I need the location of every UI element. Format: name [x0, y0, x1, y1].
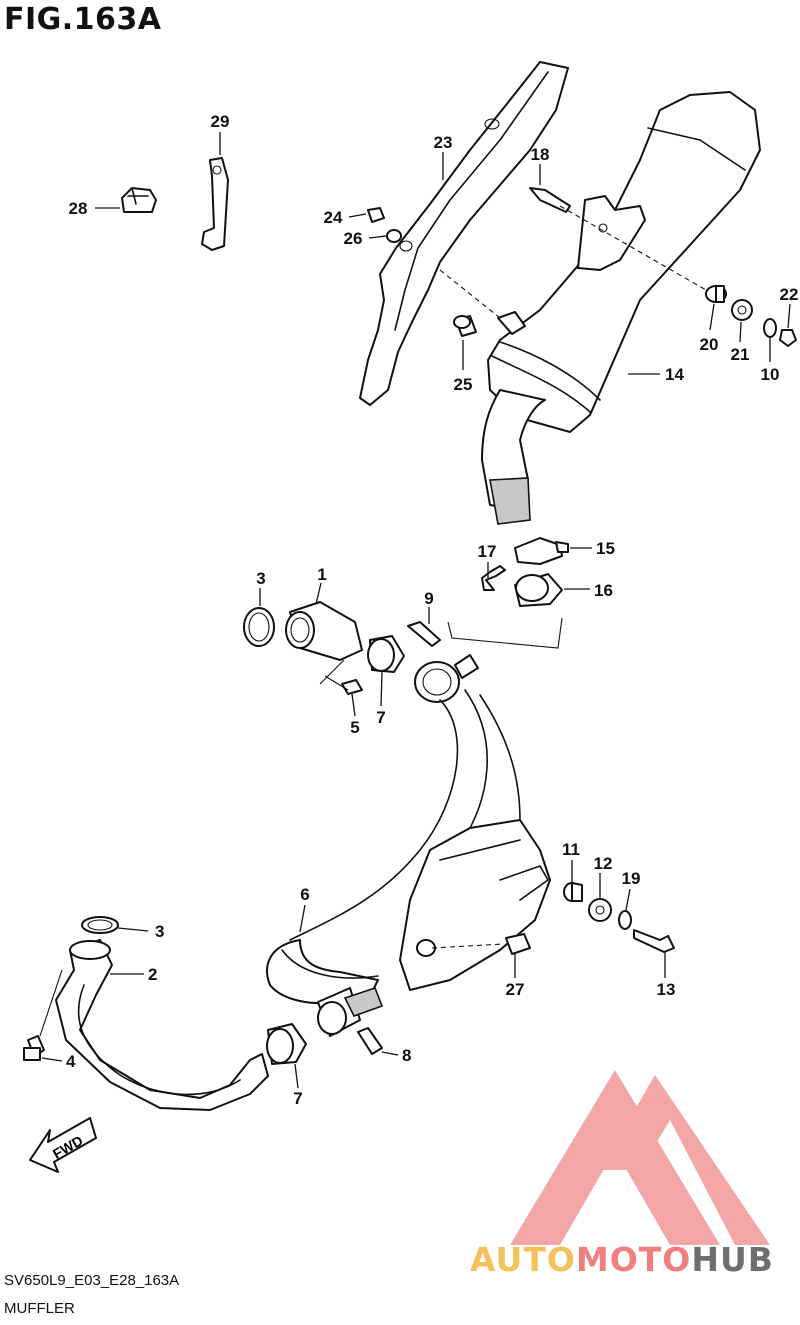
- part-26-grommet: [386, 229, 402, 243]
- label-part-18: 18: [531, 145, 550, 164]
- watermark-text-moto: MOTO: [575, 1240, 692, 1279]
- label-part-20: 20: [700, 335, 719, 354]
- part-number-labels: 1 2 3 3 4 5 6 7 7 8 9 10 11 12 13 14 15 …: [66, 112, 798, 1108]
- part-9-bolt: [407, 621, 441, 647]
- part-5-bolt: [341, 679, 363, 695]
- label-part-24: 24: [324, 208, 343, 227]
- part-19-washer: [618, 910, 632, 930]
- fwd-arrow-icon: FWD: [29, 1117, 97, 1173]
- part-10-washer: [763, 318, 777, 338]
- label-part-1: 1: [317, 565, 326, 584]
- label-part-6: 6: [300, 885, 309, 904]
- part-29-strap: [201, 157, 229, 251]
- label-part-19: 19: [622, 869, 641, 888]
- label-part-9: 9: [424, 589, 433, 608]
- label-part-29: 29: [211, 112, 230, 131]
- diagram-name: MUFFLER: [4, 1300, 75, 1317]
- label-part-7-lower: 7: [293, 1089, 302, 1108]
- part-4-bolt: [23, 1035, 45, 1061]
- watermark-text: AUTOMOTOHUB: [470, 1240, 774, 1279]
- watermark-logo-icon: [510, 1070, 770, 1245]
- label-part-25: 25: [454, 375, 473, 394]
- label-part-26: 26: [344, 229, 363, 248]
- part-20-collar: [705, 285, 727, 303]
- label-part-3-top: 3: [256, 569, 265, 588]
- part-1-pipe-joint: [285, 601, 363, 661]
- part-3-gasket-lower: [81, 916, 119, 934]
- part-8-bolt: [357, 1027, 383, 1055]
- part-17-bolt: [481, 565, 506, 591]
- label-part-8: 8: [402, 1046, 411, 1065]
- part-7-gasket-top: [367, 635, 405, 673]
- label-part-11: 11: [562, 840, 580, 859]
- part-11-collar: [563, 882, 583, 902]
- part-14-muffler: [481, 91, 761, 525]
- part-13-bolt: [633, 929, 675, 953]
- part-24-bolt: [367, 207, 385, 223]
- watermark-text-auto: AUTO: [470, 1240, 576, 1279]
- part-2-front-pipe: [55, 939, 269, 1111]
- part-22-nut: [779, 329, 797, 347]
- label-part-17: 17: [478, 542, 497, 561]
- label-part-3-lower: 3: [155, 922, 164, 941]
- label-part-2: 2: [148, 965, 157, 984]
- label-part-10: 10: [761, 365, 780, 384]
- label-part-12: 12: [594, 854, 613, 873]
- label-part-21: 21: [731, 345, 750, 364]
- part-15-clamp: [514, 537, 569, 565]
- label-part-23: 23: [434, 133, 453, 152]
- label-part-15: 15: [596, 539, 615, 558]
- label-part-13: 13: [657, 980, 676, 999]
- label-part-22: 22: [780, 285, 799, 304]
- part-16-gasket: [514, 573, 563, 607]
- label-part-27: 27: [506, 980, 525, 999]
- part-3-gasket-top: [243, 607, 275, 647]
- part-27-bolt: [505, 933, 531, 955]
- watermark-text-hub: HUB: [691, 1240, 774, 1279]
- diagram-code: SV650L9_E03_E28_163A: [4, 1272, 180, 1289]
- label-part-5: 5: [350, 718, 359, 737]
- label-part-16: 16: [594, 581, 613, 600]
- part-23-heat-shield: [359, 61, 569, 406]
- part-25-grommet: [453, 315, 477, 337]
- label-part-14: 14: [665, 365, 684, 384]
- part-6-exhaust-pipe: [266, 654, 551, 1037]
- part-28-clamp: [121, 187, 157, 213]
- label-part-7-top: 7: [376, 708, 385, 727]
- label-part-4: 4: [66, 1052, 76, 1071]
- part-21-damper: [731, 299, 753, 321]
- figure-title: FIG.163A: [4, 2, 162, 37]
- part-7-gasket-lower: [266, 1023, 307, 1065]
- leader-lines: [41, 132, 791, 1089]
- label-part-28: 28: [69, 199, 88, 218]
- part-12-damper: [588, 898, 612, 922]
